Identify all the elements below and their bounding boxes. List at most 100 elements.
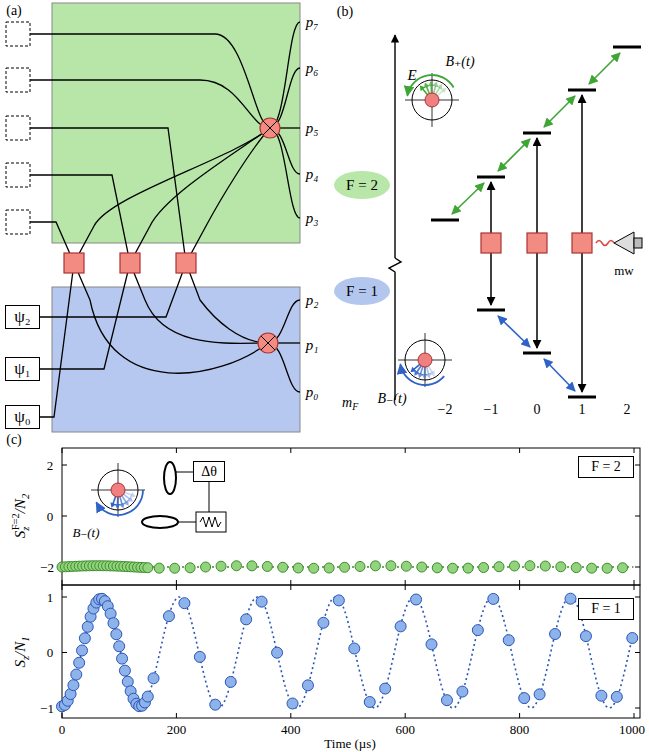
rf-transition [452, 53, 620, 391]
spin-core [111, 483, 125, 497]
node-text: F = 2 [346, 177, 378, 194]
mw-pulse [481, 233, 501, 253]
data-point [287, 698, 298, 709]
axis-label-part: z [20, 527, 31, 531]
data-point [401, 561, 411, 571]
mw-pulse [481, 233, 592, 253]
hyperfine-ellipse: F = 1 [333, 276, 391, 306]
dashed-input-box [6, 22, 30, 46]
text-label: Time (µs) [324, 736, 375, 749]
coil-symbol [142, 462, 178, 528]
data-point [457, 686, 468, 697]
rf-transition [498, 316, 530, 347]
data-point [108, 618, 119, 629]
beam-splitter [64, 118, 280, 353]
label-box: F = 2 [578, 456, 634, 478]
data-point [627, 633, 638, 644]
data-point [111, 629, 122, 640]
data-point [580, 631, 591, 642]
region-f1 [52, 287, 300, 432]
data-point [349, 643, 360, 654]
data-point [509, 561, 519, 571]
signal-generator [196, 512, 226, 532]
ellipse-shape [334, 171, 390, 199]
rf-transition [498, 139, 530, 171]
text-label: p₅ [306, 121, 319, 136]
node-text: ψ₁ [14, 360, 31, 379]
node-text: Δθ [201, 464, 217, 479]
mw-horn [596, 232, 642, 254]
inset-axis [398, 333, 452, 387]
inset-circle [405, 340, 445, 380]
plot-frame [62, 448, 640, 585]
data-point [68, 680, 79, 691]
data-point [618, 563, 628, 573]
data-point [364, 696, 375, 707]
splitter-cross [261, 121, 277, 350]
data-point [142, 691, 153, 702]
data-point [309, 563, 319, 573]
data-point [201, 562, 211, 572]
axis-label-part: 1 [20, 636, 31, 641]
data-point [441, 695, 452, 706]
spin-arrow [110, 502, 116, 508]
text-label: p₆ [306, 61, 319, 76]
node-text: F = 1 [346, 283, 378, 300]
text-label: −1 [40, 702, 54, 715]
data-point [370, 561, 380, 571]
data-point [210, 699, 221, 710]
data-point [148, 673, 159, 684]
data-point [355, 561, 365, 571]
mw-horn [596, 241, 614, 246]
data-point [163, 611, 174, 622]
data-point [143, 563, 153, 573]
dashed-input-box [6, 116, 30, 140]
text-label: 1 [47, 591, 54, 604]
text-label: (c) [6, 433, 22, 447]
axis-label-part: m [342, 396, 352, 410]
text-label: mw [614, 264, 634, 277]
text-label: p₇ [306, 15, 319, 30]
data-point [79, 633, 90, 644]
spin-arrow [420, 85, 426, 91]
data-point [77, 645, 88, 656]
label-box: F = 1 [578, 598, 634, 620]
axis-tick [62, 448, 640, 718]
spin-core [425, 93, 439, 107]
text-label: 800 [510, 723, 530, 736]
node-text: F = 1 [591, 601, 621, 616]
data-point [71, 669, 82, 680]
axis-label-part: F [352, 402, 358, 412]
text-label: 400 [281, 723, 301, 736]
text-label: p₄ [306, 167, 319, 182]
data-point [540, 561, 550, 571]
beam-path [30, 22, 300, 417]
text-label: E [407, 68, 416, 83]
text-label: B₊(t) [445, 55, 474, 69]
data-point [596, 690, 607, 701]
dashed-input-box [6, 22, 30, 234]
label-box: ψ₀ [5, 405, 40, 430]
data-point [479, 563, 489, 573]
beam-path [30, 175, 268, 343]
inset-circle [412, 80, 452, 120]
data-point [386, 561, 396, 571]
data-point [74, 657, 85, 668]
data-point [318, 617, 329, 628]
data-point [426, 639, 437, 650]
data-point [194, 651, 205, 662]
data-point [611, 691, 622, 702]
data-point [154, 563, 164, 573]
region-f2 [52, 3, 300, 243]
node-text: ψ₀ [14, 408, 31, 427]
axis-label-part: /N [13, 642, 28, 656]
axis-label-part: 2 [20, 494, 31, 499]
data-point [432, 563, 442, 573]
data-point [380, 683, 391, 694]
data-point [494, 562, 504, 572]
mw-horn [634, 238, 642, 248]
beam-splitter [176, 253, 196, 273]
rf-transition [544, 96, 575, 127]
data-point [463, 563, 473, 573]
